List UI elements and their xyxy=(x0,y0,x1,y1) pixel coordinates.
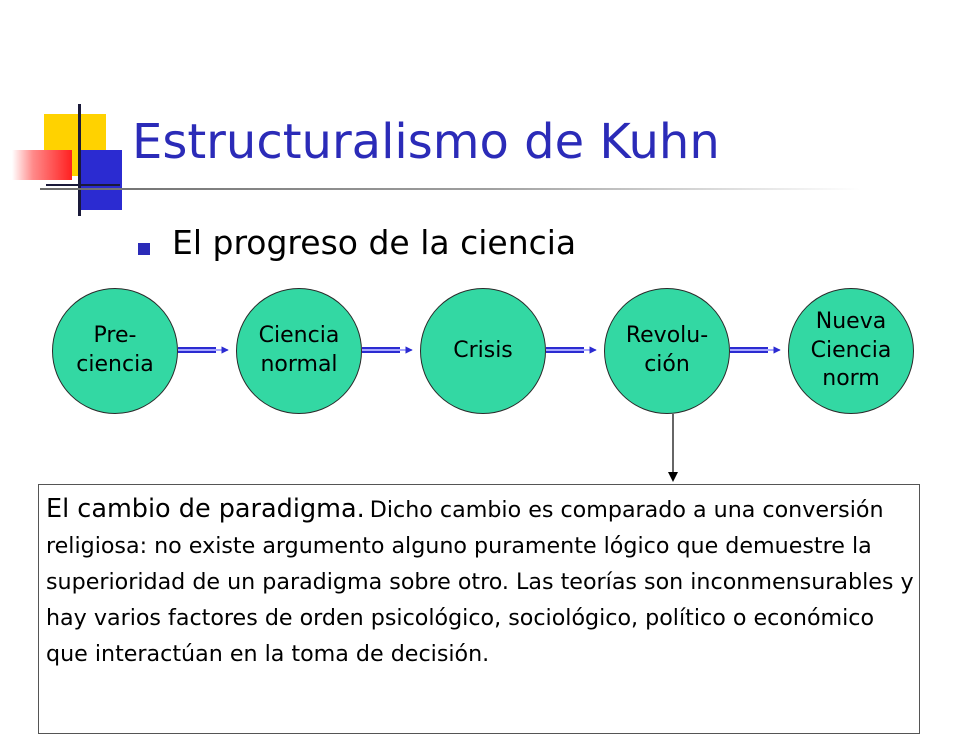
node-crisis: Crisis xyxy=(420,288,546,414)
logo-red-bar xyxy=(12,150,72,180)
slide-title: Estructuralismo de Kuhn xyxy=(132,114,720,170)
logo-blue-square xyxy=(78,150,122,210)
paradigm-change-textbox: El cambio de paradigma. Dicho cambio es … xyxy=(38,484,920,734)
arrow-normal-to-crisis xyxy=(362,346,413,354)
title-underline xyxy=(40,188,860,190)
node-revolucion: Revolu- ción xyxy=(604,288,730,414)
node-ciencia-normal: Ciencia normal xyxy=(236,288,362,414)
textbox-lead: El cambio de paradigma. xyxy=(46,494,365,524)
textbox-body: Dicho cambio es comparado a una conversi… xyxy=(46,497,914,667)
bullet-text: El progreso de la ciencia xyxy=(172,223,577,262)
logo-vertical-line xyxy=(78,104,81,216)
node-nueva-ciencia-normal: Nueva Ciencia norm xyxy=(788,288,914,414)
textbox-paragraph: El cambio de paradigma. Dicho cambio es … xyxy=(46,491,919,672)
logo-horizontal-line xyxy=(46,184,120,186)
node-pre-ciencia: Pre- ciencia xyxy=(52,288,178,414)
arrow-preciencia-to-normal xyxy=(178,346,229,354)
arrow-revolucion-to-nueva xyxy=(730,346,781,354)
arrow-revolucion-to-textbox xyxy=(668,414,678,482)
arrow-crisis-to-revolucion xyxy=(546,346,597,354)
bullet-marker xyxy=(138,243,150,255)
